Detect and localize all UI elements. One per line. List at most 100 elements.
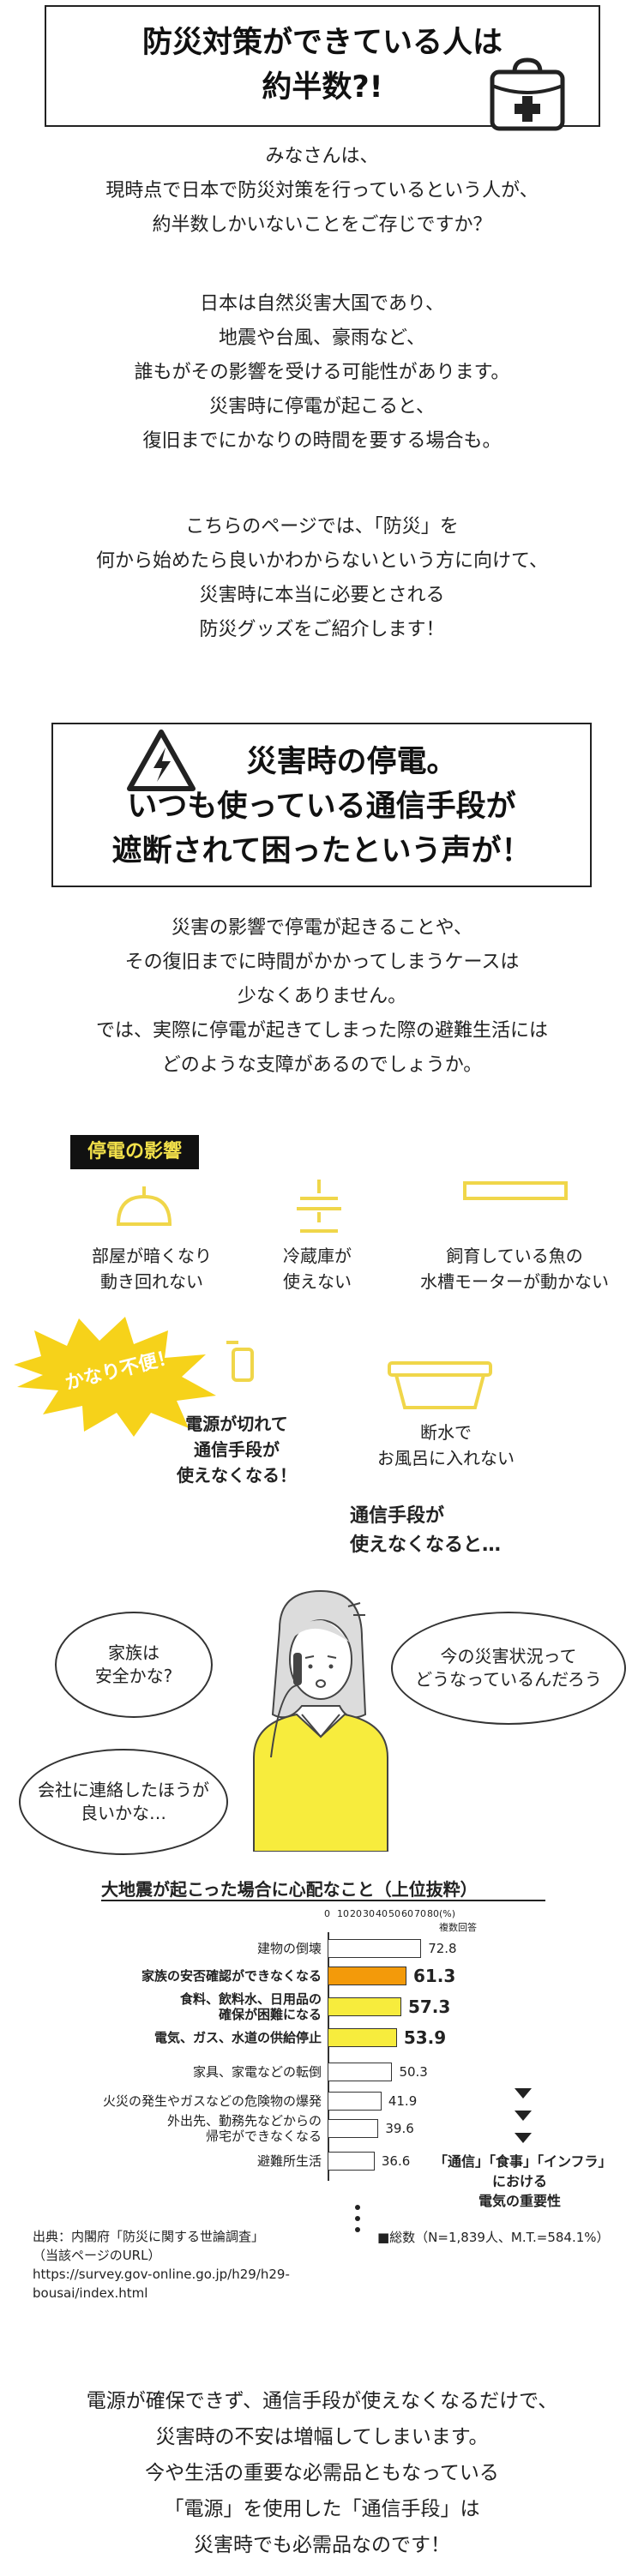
x-tick-label: 0 [324,1908,330,1919]
x-axis-unit: (%) [439,1908,456,1919]
chart-title: 大地震が起こった場合に心配なこと（上位抜粋） [101,1879,478,1900]
impact-item-text: 通信手段が [194,1439,280,1460]
impact-item-text: 使えない [283,1271,352,1292]
note-line: 「通信」「食事」「インフラ」 [434,2153,612,2170]
impact-item-text: 水槽モーターが動かない [420,1271,609,1292]
impact-item-text: お風呂に入れない [377,1448,515,1468]
woman-on-phone-illustration [253,1589,388,1852]
x-tick-label: 60 [401,1908,413,1919]
category-label: 食料、飲料水、日用品の確保が困難になる [179,1991,322,2022]
text-line: その復旧までに時間がかかってしまうケースは [124,952,520,973]
text-line: 今や生活の重要な必需品ともなっている [145,2462,499,2484]
bubble-text: 家族は [108,1642,159,1663]
section2-title-box: 災害時の停電。 いつも使っている通信手段が 遮断されて困ったという声が！ [51,723,592,887]
comm-lost-heading: 通信手段が 使えなくなると… [350,1502,573,1560]
chart-total-note: ■総数（N=1,839人、M.T.=584.1%） [377,2230,610,2245]
section1-title-box: 防災対策ができている人は 約半数?! [45,5,600,127]
bar-value-label: 41.9 [388,2093,418,2109]
text-line: 約半数しかいないことをご存じですか？ [152,214,492,236]
bubble-text: 会社に連絡したほうが [38,1780,209,1800]
category-label: 家族の安否確認ができなくなる [141,1968,322,1984]
note-line: における [491,2173,547,2189]
bar [328,2063,393,2081]
worry-bubble-situation: 今の災害状況って どうなっているんだろう [391,1612,626,1725]
bar-value-label: 57.3 [407,1997,451,2017]
impact-item-1: 部屋が暗くなり 動き回れない [53,1243,250,1294]
x-tick-label: 80 [427,1908,439,1919]
text-line: 災害時でも必需品なのです！ [194,2534,450,2556]
text-line: 災害時に本当に必要とされる [199,585,445,606]
first-aid-kit-icon [490,57,565,131]
bar [328,2119,379,2138]
source-line: 出典：内閣府「防災に関する世論調査」 [33,2229,265,2244]
worry-bubble-family: 家族は 安全かな? [55,1612,213,1718]
bubble-text: 今の災害状況って [440,1646,577,1666]
impact-item-text: 使えなくなる！ [177,1465,297,1486]
category-label: 建物の倒壊 [256,1941,322,1956]
burst-badge [14,1317,216,1437]
impact-item-4: 電源が切れて 通信手段が 使えなくなる！ [151,1411,322,1488]
bathtub-icon [388,1361,492,1409]
bar-value-label: 36.6 [381,2153,411,2169]
x-tick-label: 70 [414,1908,426,1919]
text-line: 災害時に停電が起こると、 [208,396,436,417]
section1-title-line1: 防災対策ができている人は [141,26,503,60]
bar [328,1967,406,1985]
ellipsis-dots-icon [355,2205,360,2232]
text-line: 災害時の不安は増幅してしまいます。 [155,2426,489,2448]
bar [328,1997,401,2016]
bar-value-label: 39.6 [385,2121,414,2136]
source-url: https://survey.gov-online.go.jp/h29/h29-… [33,2267,290,2301]
comm-lost-line: 使えなくなると… [350,1534,502,1556]
impact-item-text: 電源が切れて [185,1414,288,1434]
text-line: 災害の影響で停電が起きることや、 [172,917,472,939]
bubble-text: 良いかな… [81,1803,166,1823]
electric-warning-icon [127,730,196,791]
comm-lost-line: 通信手段が [350,1505,445,1527]
impact-item-text: 動き回れない [100,1271,203,1292]
y-axis-line [328,1932,329,2181]
text-line: こちらのページでは、「防災」を [185,516,459,537]
text-line: 地震や台風、豪雨など、 [219,327,425,349]
category-label: 避難所生活 [256,2153,322,2169]
text-line: 「電源」を使用した「通信手段」は [164,2498,480,2520]
impact-header: 停電の影響 [70,1135,199,1169]
text-line: どのような支障があるのでしょうか。 [161,1054,483,1076]
section2-title-line1: 災害時の停電。 [246,745,457,779]
x-tick-label: 30 [363,1908,375,1919]
category-label: 火災の発生やガスなどの危険物の爆発 [102,2093,322,2109]
bar [328,2092,382,2111]
x-tick-label: 20 [350,1908,362,1919]
category-label: 電気、ガス、水道の供給停止 [153,2030,322,2045]
bar-value-label: 61.3 [412,1966,456,1986]
legend-label: 複数回答 [439,1922,477,1933]
text-line: では、実際に停電が起きてしまった際の避難生活には [95,1020,549,1042]
bar-value-label: 72.8 [428,1941,457,1956]
impact-item-text: 部屋が暗くなり [92,1246,212,1266]
impact-item-2: 冷蔵庫が 使えない [240,1243,394,1294]
section1-title-line2: 約半数?! [262,70,383,105]
bar [328,2028,397,2047]
text-line: 現時点で日本で防災対策を行っているという人が、 [105,180,539,201]
down-arrows-icon [515,2088,532,2143]
aquarium-icon [463,1181,568,1200]
intro-paragraph-2: 日本は自然災害大国であり、 地震や台風、豪雨など、 誰もがその影響を受ける可能性… [0,287,644,459]
bar [328,1939,422,1958]
section2-title-line3: 遮断されて困ったという声が！ [111,834,532,868]
bar-value-label: 50.3 [399,2064,428,2080]
chart-source: 出典：内閣府「防災に関する世論調査」 （当該ページのURL） https://s… [33,2227,393,2303]
bar [328,2152,375,2171]
text-line: 電源が確保できず、通信手段が使えなくなるだけで、 [86,2390,558,2412]
refrigerator-icon [297,1180,341,1233]
intro-paragraph-1: みなさんは、 現時点で日本で防災対策を行っているという人が、 約半数しかいないこ… [0,140,644,243]
smartphone-icon [226,1341,254,1382]
text-line: 防災グッズをご紹介します！ [199,619,445,640]
ceiling-light-icon [116,1186,172,1226]
intro-paragraph-3: こちらのページでは、「防災」を 何から始めたら良いかわからないという方に向けて、… [0,510,644,647]
category-label: 家具、家電などの転倒 [192,2064,322,2080]
closing-paragraph: 電源が確保できず、通信手段が使えなくなるだけで、 災害時の不安は増幅してしまいま… [0,2383,644,2563]
impact-item-text: 飼育している魚の [446,1246,583,1266]
worry-bubble-company: 会社に連絡したほうが 良いかな… [19,1749,228,1855]
text-line: みなさんは、 [265,146,379,167]
impact-item-3: 飼育している魚の 水槽モーターが動かない [403,1243,626,1294]
